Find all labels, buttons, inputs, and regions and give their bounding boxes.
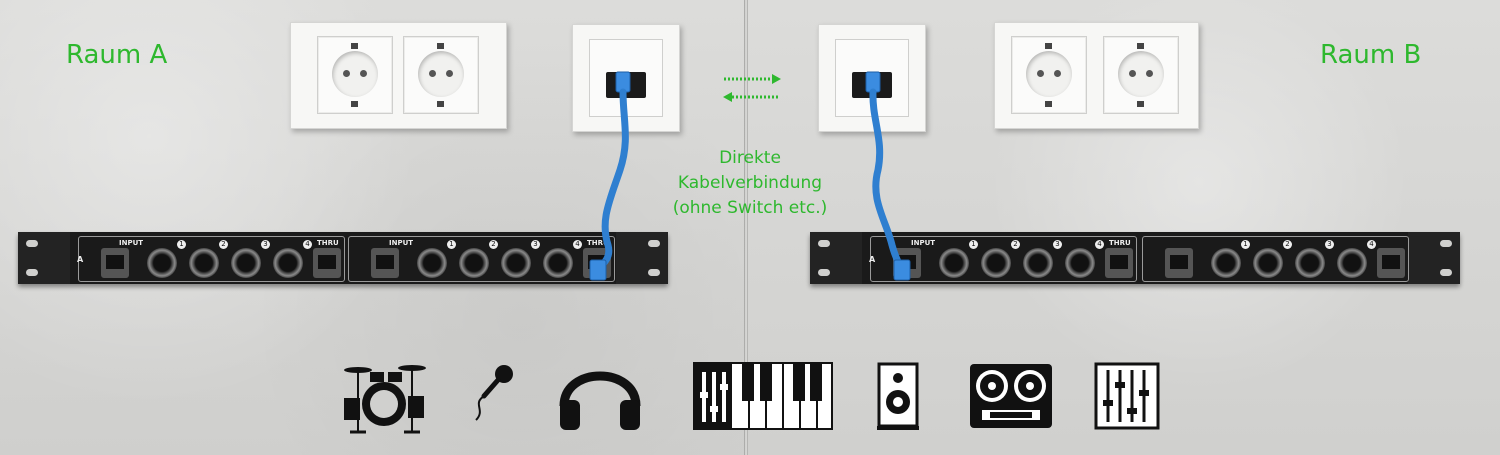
snake-module: INPUT THRU A 1 2 3 4 [77, 236, 345, 282]
port-number: 4 [1095, 240, 1104, 249]
bidirectional-arrows-icon [723, 74, 781, 102]
power-socket [317, 36, 393, 114]
rack-panel-room-b: INPUT THRU A 1 2 3 4 B 1 2 3 4 [810, 232, 1460, 284]
power-socket [403, 36, 479, 114]
power-socket [1103, 36, 1179, 114]
side-a-label: A [869, 255, 876, 264]
xlr-port[interactable] [1253, 248, 1283, 278]
connection-description: Direkte Kabelverbindung (ohne Switch etc… [640, 146, 860, 221]
port-number: 3 [1053, 240, 1062, 249]
snake-module: B 1 2 3 4 [1142, 236, 1409, 282]
room-b-label: Raum B [1320, 40, 1422, 70]
xlr-port[interactable] [459, 248, 489, 278]
xlr-port[interactable] [147, 248, 177, 278]
power-outlet-frame-right [994, 22, 1199, 129]
connection-line-2: Kabelverbindung [677, 173, 823, 193]
xlr-port[interactable] [1295, 248, 1325, 278]
rj45-port[interactable] [313, 248, 341, 278]
xlr-port[interactable] [1211, 248, 1241, 278]
port-number: 1 [1241, 240, 1250, 249]
port-number: 4 [303, 240, 312, 249]
connection-line-1: Direkte [719, 148, 781, 168]
rj45-port[interactable] [1165, 248, 1193, 278]
power-outlet-frame-left [290, 22, 507, 129]
port-number: 4 [1367, 240, 1376, 249]
power-socket [1011, 36, 1087, 114]
port-number: 4 [573, 240, 582, 249]
rack-panel-room-a: INPUT THRU A 1 2 3 4 INPUT THRU 1 2 3 4 [18, 232, 668, 284]
tape-machine-icon [970, 364, 1052, 428]
xlr-port[interactable] [939, 248, 969, 278]
mixer-icon [1094, 362, 1160, 430]
input-label: INPUT [911, 239, 936, 247]
port-number: 3 [1325, 240, 1334, 249]
rj45-port[interactable] [371, 248, 399, 278]
port-number: 3 [261, 240, 270, 249]
xlr-port[interactable] [543, 248, 573, 278]
room-a-label: Raum A [66, 40, 168, 70]
wall-divider [744, 0, 748, 455]
input-label: INPUT [389, 239, 414, 247]
xlr-port[interactable] [501, 248, 531, 278]
rj45-port[interactable] [1377, 248, 1405, 278]
rj45-port[interactable] [101, 248, 129, 278]
xlr-port[interactable] [417, 248, 447, 278]
thru-label: THRU [1109, 239, 1131, 247]
microphone-icon [475, 365, 513, 421]
input-label: INPUT [119, 239, 144, 247]
ethernet-cable-right [865, 71, 911, 281]
speaker-icon [877, 362, 919, 430]
port-number: 1 [447, 240, 456, 249]
port-number: 2 [489, 240, 498, 249]
port-number: 1 [177, 240, 186, 249]
rj45-port[interactable] [1105, 248, 1133, 278]
port-number: 1 [969, 240, 978, 249]
port-number: 3 [531, 240, 540, 249]
thru-label: THRU [587, 239, 609, 247]
port-number: 2 [1011, 240, 1020, 249]
connection-line-3: (ohne Switch etc.) [672, 198, 828, 218]
headphones-icon [559, 371, 641, 430]
xlr-port[interactable] [1023, 248, 1053, 278]
ethernet-cable-left [589, 71, 631, 281]
port-number: 2 [219, 240, 228, 249]
drums-icon [344, 365, 426, 434]
xlr-port[interactable] [981, 248, 1011, 278]
side-a-label: A [77, 255, 84, 264]
port-number: 2 [1283, 240, 1292, 249]
keyboard-icon [693, 362, 833, 430]
xlr-port[interactable] [1337, 248, 1367, 278]
xlr-port[interactable] [273, 248, 303, 278]
xlr-port[interactable] [189, 248, 219, 278]
xlr-port[interactable] [231, 248, 261, 278]
thru-label: THRU [317, 239, 339, 247]
xlr-port[interactable] [1065, 248, 1095, 278]
